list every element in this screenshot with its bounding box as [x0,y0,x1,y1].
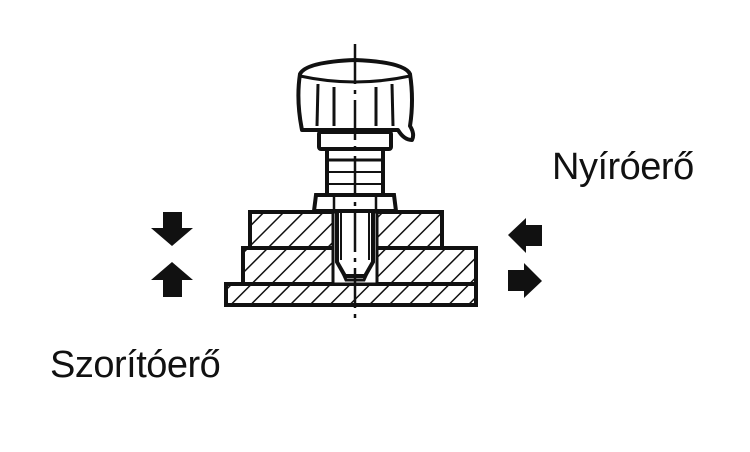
arrow-left-icon [508,218,542,253]
bottom-plate [224,282,478,307]
clamping-force-label: Szorítóerő [50,344,221,386]
shear-force-label: Nyíróerő [552,146,694,188]
arrow-up-icon [151,262,193,297]
arrow-down-icon [151,212,193,246]
arrow-right-icon [508,263,542,298]
